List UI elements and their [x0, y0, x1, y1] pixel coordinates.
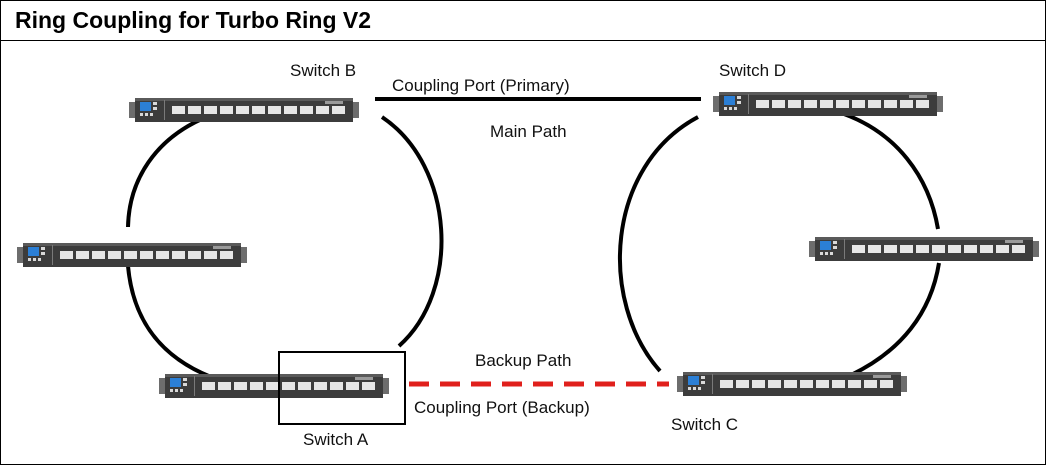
switch-d-label: Switch D — [719, 61, 786, 80]
backup-path-label: Backup Path — [475, 351, 571, 370]
coupling-backup-label: Coupling Port (Backup) — [414, 398, 590, 417]
ring2-link-d-right — [843, 112, 940, 230]
switch-d-device — [713, 92, 943, 116]
switch-ring2-middle-device — [809, 237, 1039, 261]
switch-b-device — [129, 98, 359, 122]
switch-a-device — [159, 374, 389, 398]
coupling-primary-label: Coupling Port (Primary) — [392, 76, 570, 95]
switch-ring1-middle-device — [17, 243, 247, 267]
main-path-label: Main Path — [490, 122, 567, 141]
switch-a-label: Switch A — [303, 430, 369, 449]
ring1-link-b-left — [126, 116, 205, 228]
ring2-link-right-c — [850, 262, 941, 377]
switch-c-label: Switch C — [671, 415, 738, 434]
ring1-link-left-a — [126, 265, 212, 379]
switch-c-device — [677, 372, 907, 396]
title-bar: Ring Coupling for Turbo Ring V2 — [1, 1, 1045, 41]
coupling-port-box — [278, 351, 406, 425]
ring1-link-b-a — [380, 115, 444, 348]
switch-b-label: Switch B — [290, 61, 356, 80]
diagram-title: Ring Coupling for Turbo Ring V2 — [15, 7, 372, 33]
ring2-link-d-c — [617, 115, 699, 373]
